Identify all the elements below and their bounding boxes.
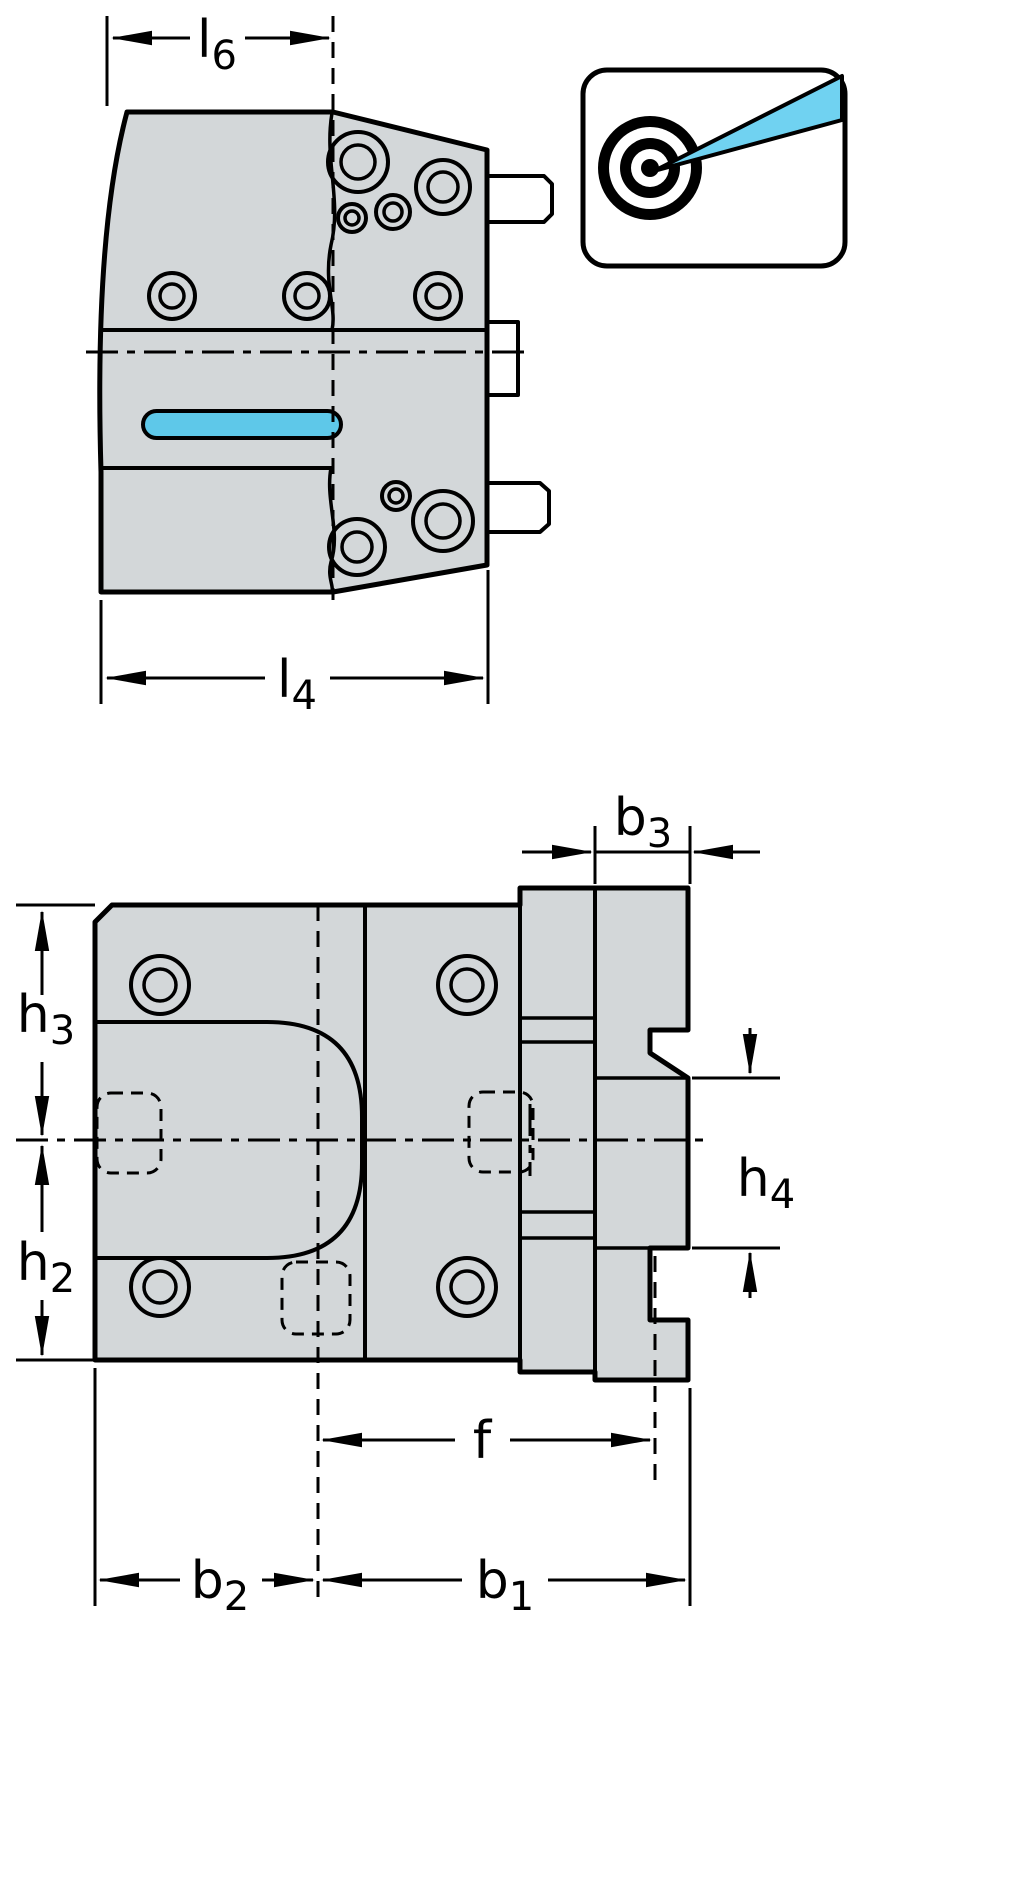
dim-b3: b3 bbox=[522, 788, 760, 884]
dim-l6: l6 bbox=[105, 10, 331, 106]
dim-b1: b1 bbox=[321, 1388, 692, 1620]
bolt-hole-bore bbox=[449, 967, 485, 1003]
bolt-hole-bore bbox=[293, 282, 321, 310]
bolt-hole-bore bbox=[424, 282, 452, 310]
dim-label-h3: h3 bbox=[17, 985, 75, 1054]
bolt-hole bbox=[436, 1256, 498, 1318]
bolt-hole-bore bbox=[142, 1269, 178, 1305]
dim-label-l6: l6 bbox=[197, 10, 237, 79]
hidden-slot bbox=[280, 1260, 352, 1336]
dim-label-f: f bbox=[473, 1411, 493, 1471]
bolt-hole bbox=[374, 193, 412, 231]
bolt-hole-bore bbox=[382, 201, 404, 223]
coolant-slot bbox=[141, 409, 343, 440]
target-icon bbox=[580, 67, 848, 269]
dim-label-l4: l4 bbox=[277, 650, 317, 719]
hidden-slots bbox=[95, 1090, 535, 1336]
bolt-hole bbox=[147, 271, 197, 321]
dim-label-h4: h4 bbox=[737, 1149, 795, 1218]
dim-label-b1: b1 bbox=[476, 1551, 534, 1620]
dim-b2: b2 bbox=[93, 1368, 315, 1620]
pocket-contour bbox=[95, 1020, 364, 1260]
bolt-hole bbox=[436, 954, 498, 1016]
bolt-hole bbox=[327, 517, 387, 577]
bolt-holes-top bbox=[326, 130, 472, 234]
bolt-hole-bore bbox=[340, 530, 374, 564]
bolt-hole-bore bbox=[343, 209, 361, 227]
side-view: l6 l4 bbox=[86, 10, 554, 719]
clamp-tab-top bbox=[485, 174, 554, 224]
hidden-slot bbox=[467, 1090, 535, 1174]
dim-l4: l4 bbox=[99, 570, 490, 719]
dim-label-h2: h2 bbox=[17, 1233, 75, 1302]
bolt-holes-bottom bbox=[327, 480, 475, 577]
bolt-holes bbox=[129, 954, 498, 1318]
bolt-hole-bore bbox=[142, 967, 178, 1003]
bolt-hole bbox=[129, 1256, 191, 1318]
bolt-hole bbox=[411, 489, 475, 553]
side-view-part bbox=[86, 16, 554, 600]
bolt-hole-bore bbox=[424, 502, 462, 540]
bolt-hole bbox=[282, 271, 332, 321]
bolt-hole-bore bbox=[426, 170, 460, 204]
bolt-hole-bore bbox=[339, 143, 377, 181]
hidden-slot bbox=[95, 1091, 163, 1175]
dim-h2: h2 bbox=[16, 1144, 95, 1362]
target-pointer bbox=[652, 74, 844, 173]
bolt-hole-bore bbox=[449, 1269, 485, 1305]
bolt-hole bbox=[129, 954, 191, 1016]
dim-h4: h4 bbox=[692, 1028, 795, 1298]
front-view-part bbox=[16, 885, 706, 1604]
bolt-hole bbox=[413, 271, 463, 321]
body-outline bbox=[97, 109, 490, 595]
bolt-hole bbox=[414, 158, 472, 216]
dim-label-b2: b2 bbox=[191, 1551, 249, 1620]
dim-label-b3: b3 bbox=[614, 788, 672, 857]
clamp-tab-middle bbox=[485, 320, 520, 397]
bolt-hole bbox=[380, 480, 412, 512]
bolt-holes-middle-row bbox=[147, 271, 463, 321]
bolt-hole bbox=[326, 130, 390, 194]
clamp-tab-bottom bbox=[485, 481, 551, 534]
dim-f: f bbox=[321, 1411, 652, 1471]
bolt-hole-bore bbox=[387, 487, 405, 505]
dim-h3: h3 bbox=[16, 903, 95, 1137]
bolt-hole-bore bbox=[158, 282, 186, 310]
bolt-hole bbox=[336, 202, 368, 234]
front-view: b3 h3 h2 h4 f bbox=[16, 788, 795, 1620]
